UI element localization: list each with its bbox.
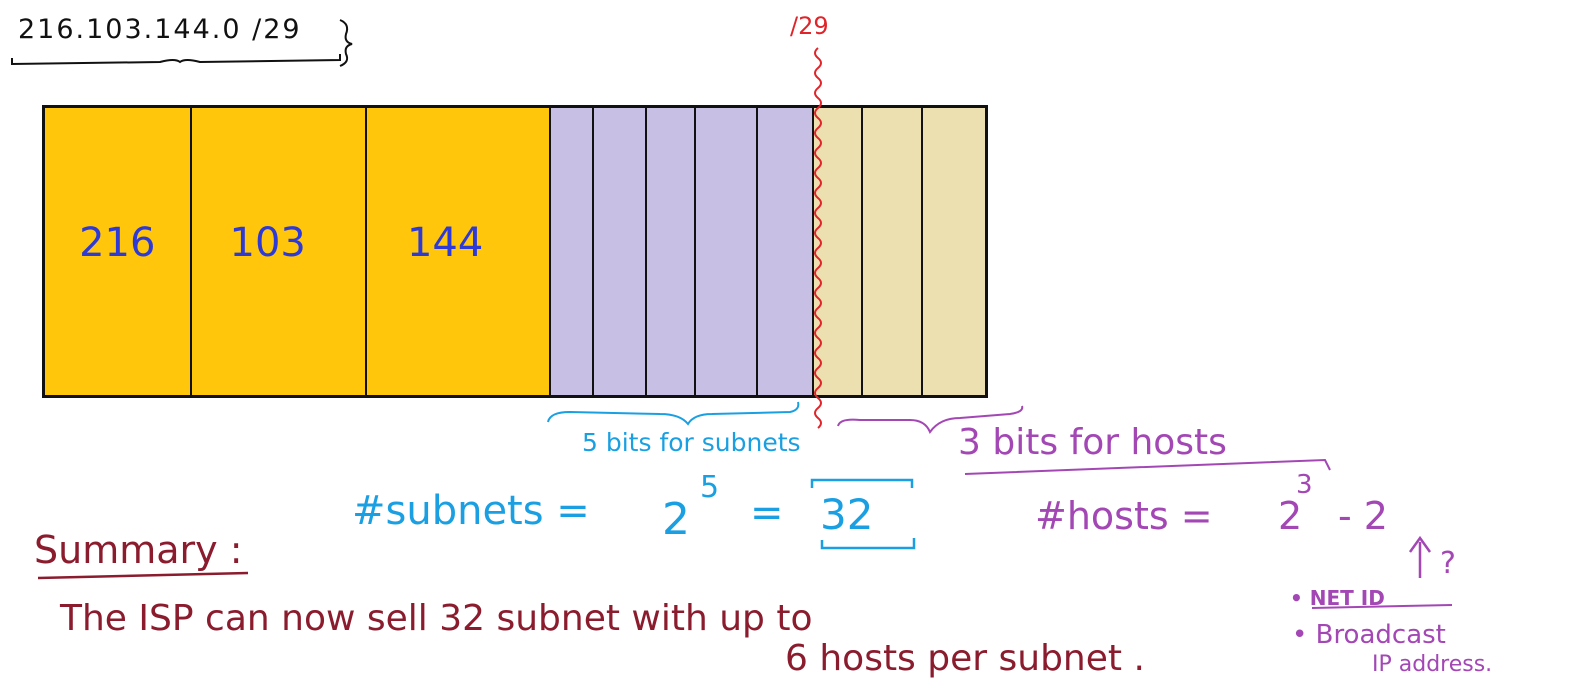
octet-1-cell: 216 — [45, 108, 192, 395]
summary-underline — [37, 571, 249, 580]
note-net-id: • NET ID — [1290, 586, 1385, 610]
host-bits-label: 3 bits for hosts — [958, 422, 1227, 463]
header-brace — [11, 54, 341, 66]
octet-1-label: 216 — [79, 220, 156, 266]
prefix-marker-label: /29 — [790, 12, 829, 40]
subnets-formula-result: 32 — [820, 490, 874, 539]
subnet-bit-cell — [594, 108, 648, 395]
arrow-up-icon — [1408, 535, 1432, 578]
netid-underline — [1311, 604, 1453, 609]
note-ip-address: IP address. — [1372, 652, 1493, 677]
host-bits-brace — [837, 405, 1024, 435]
subnets-formula-lhs: #subnets = — [352, 488, 590, 534]
subnet-bit-cell — [647, 108, 696, 395]
octet-3-cell: 144 — [366, 108, 552, 395]
header-brace-right — [339, 19, 353, 67]
octet-2-label: 103 — [229, 220, 306, 266]
octet-3-label: 144 — [406, 220, 484, 266]
summary-line-1: The ISP can now sell 32 subnet with up t… — [60, 598, 813, 639]
note-broadcast: • Broadcast — [1292, 620, 1446, 650]
address-bit-bar: 216 103 144 — [42, 105, 988, 398]
summary-line-2: 6 hosts per subnet . — [785, 638, 1145, 679]
host-bit-cell — [863, 108, 924, 395]
subnets-formula-equals: = — [750, 490, 784, 536]
hosts-formula-exponent: 3 — [1296, 470, 1313, 500]
result-box — [810, 478, 916, 550]
question-mark: ? — [1440, 546, 1456, 581]
subnet-bits-brace — [547, 401, 800, 426]
network-address: 216.103.144.0 /29 — [18, 14, 302, 45]
host-label-underline — [964, 458, 1331, 475]
host-bit-cell — [813, 108, 864, 395]
octet-2-cell: 103 — [191, 108, 367, 395]
subnet-bits-label: 5 bits for subnets — [582, 428, 801, 457]
subnet-bit-cell — [551, 108, 595, 395]
host-bit-cell — [923, 108, 985, 395]
subnets-formula-base: 2 — [662, 494, 690, 545]
hosts-formula-minus: - 2 — [1338, 494, 1388, 538]
hosts-formula-lhs: #hosts = — [1035, 494, 1213, 538]
subnet-bit-cell — [757, 108, 814, 395]
subnet-bit-cell — [695, 108, 758, 395]
summary-title: Summary : — [34, 528, 243, 572]
subnets-formula-exponent: 5 — [700, 470, 720, 505]
hosts-formula-base: 2 — [1278, 494, 1303, 538]
prefix-boundary-line — [814, 47, 822, 429]
